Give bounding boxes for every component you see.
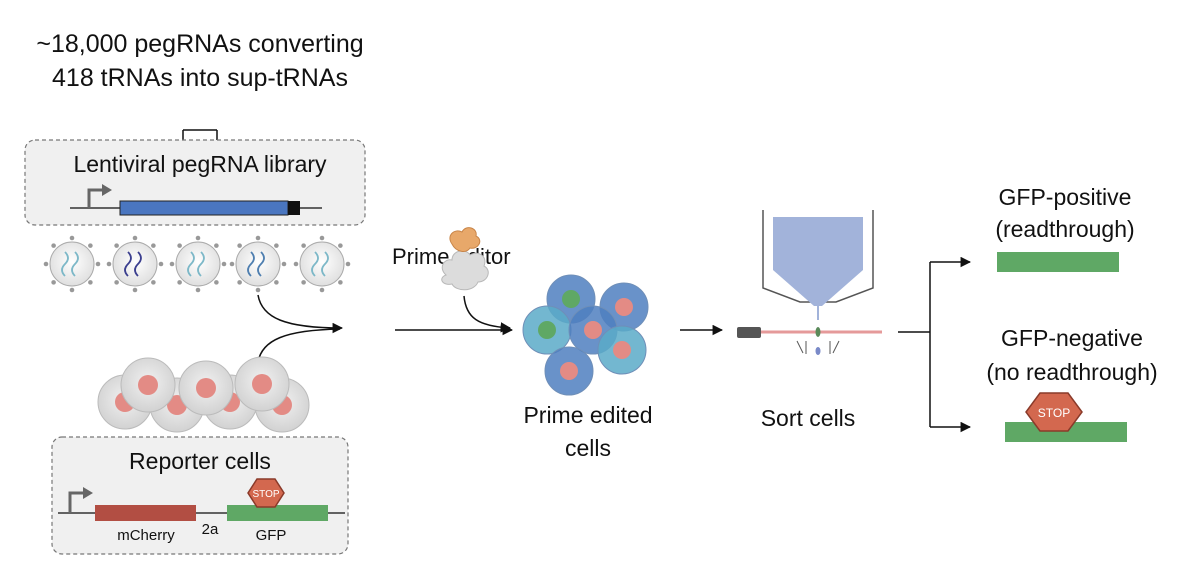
pegrna-scaffold: [288, 201, 300, 215]
laser-icon: [737, 327, 761, 338]
gfp-negative-bar: [1005, 422, 1127, 442]
flow-sorter-icon: [737, 210, 882, 355]
library-caption-line2: 418 tRNAs into sup-tRNAs: [52, 64, 348, 92]
promoter-arrow-icon: [87, 184, 112, 208]
virus-particle: [293, 235, 351, 293]
virus-particle: [169, 235, 227, 293]
edited-cell: [544, 346, 594, 396]
sort-cells-label: Sort cells: [761, 405, 856, 431]
reporter-cells-cluster: [97, 356, 310, 433]
prime-editor-protein-icon: [441, 227, 489, 291]
linker-label: 2a: [202, 521, 219, 538]
gfp-negative-label-line2: (no readthrough): [986, 359, 1157, 385]
negative-stop-sign-icon: STOP: [1025, 392, 1083, 432]
reporter-stop-sign-icon: STOP: [247, 478, 285, 508]
reporter-box: Reporter cells STOP mCherry 2a GFP: [51, 436, 349, 555]
gfp-positive-label-line1: GFP-positive: [999, 184, 1132, 210]
prime-editor-arrow: [463, 295, 512, 333]
reporter-box-title: Reporter cells: [129, 448, 271, 474]
negative-stop-text: STOP: [1038, 406, 1070, 420]
lentivirus-particles: [43, 235, 351, 293]
reporter-cell: [234, 356, 290, 412]
reporter-promoter-arrow-icon: [68, 487, 93, 513]
gfp-bar: [227, 505, 328, 521]
virus-particle: [43, 235, 101, 293]
virus-particle: [229, 235, 287, 293]
reporter-stop-text: STOP: [252, 489, 279, 500]
gfp-negative-label-line1: GFP-negative: [1001, 325, 1143, 351]
mcherry-label: mCherry: [117, 527, 175, 544]
mcherry-bar: [95, 505, 196, 521]
virus-particle: [106, 235, 164, 293]
prime-edited-label-line1: Prime edited: [523, 402, 652, 428]
edited-cell: [597, 325, 647, 375]
gfp-positive-bar: [997, 252, 1119, 272]
reporter-cell: [120, 357, 176, 413]
library-caption-line1: ~18,000 pegRNAs converting: [36, 30, 363, 58]
branch-arrows: [898, 256, 972, 433]
edited-cell: [522, 305, 572, 355]
prime-edited-label-line2: cells: [565, 435, 611, 461]
library-box-title: Lentiviral pegRNA library: [73, 151, 327, 177]
library-box: Lentiviral pegRNA library: [24, 139, 366, 226]
prime-edited-cells-cluster: [522, 274, 649, 396]
gfp-positive-label-line2: (readthrough): [995, 216, 1134, 242]
virus-merge-arrow: [257, 294, 344, 334]
caption-bracket: [182, 129, 218, 140]
pegrna-bar: [119, 200, 289, 216]
gfp-label: GFP: [256, 527, 287, 544]
reporter-cell: [178, 360, 234, 416]
cells-merge-arrow: [257, 328, 341, 363]
